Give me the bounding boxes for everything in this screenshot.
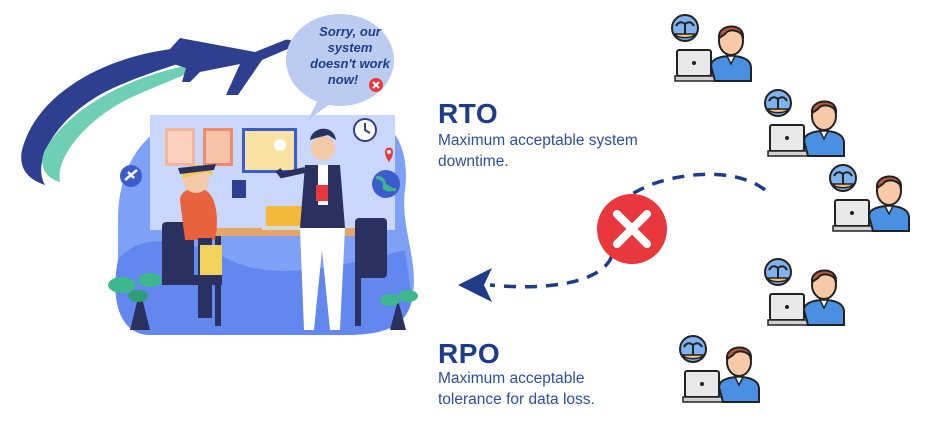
airplane-badge-icon bbox=[120, 165, 142, 187]
rpo-description-line: Maximum acceptable bbox=[438, 370, 585, 387]
rpo-description: Maximum acceptable tolerance for data lo… bbox=[438, 368, 595, 410]
speech-bubble bbox=[286, 14, 394, 120]
laptop bbox=[266, 206, 306, 228]
rto-description-line: downtime. bbox=[438, 153, 509, 170]
chair-right bbox=[355, 218, 387, 278]
speech-bubble-text: Sorry, our system doesn't work now! bbox=[300, 24, 400, 88]
bubble-line: Sorry, our bbox=[319, 24, 381, 39]
rpo-description-line: tolerance for data loss. bbox=[438, 391, 595, 408]
user-icon bbox=[764, 89, 845, 157]
user-icon bbox=[764, 258, 845, 326]
location-pin-icon bbox=[385, 147, 393, 162]
airplane-swoosh bbox=[21, 46, 225, 185]
error-x-icon bbox=[597, 194, 667, 264]
desk bbox=[205, 228, 370, 236]
rto-description-line: Maximum acceptable system bbox=[438, 132, 638, 149]
user-icon bbox=[679, 335, 760, 403]
bubble-error-icon bbox=[369, 78, 383, 92]
user-icon bbox=[829, 164, 910, 232]
bubble-line: now! bbox=[327, 72, 359, 87]
rto-description: Maximum acceptable system downtime. bbox=[438, 130, 638, 172]
plant-right bbox=[380, 290, 418, 330]
plant-left bbox=[108, 273, 162, 330]
globe-icon bbox=[372, 170, 400, 198]
man-agent bbox=[275, 128, 345, 330]
woman-customer bbox=[178, 164, 246, 318]
bubble-line: doesn't work bbox=[310, 56, 390, 71]
rto-heading: RTO bbox=[438, 98, 499, 129]
user-icon bbox=[671, 14, 752, 82]
wall-pictures bbox=[165, 128, 297, 173]
bubble-line: system bbox=[327, 40, 373, 55]
clock-icon bbox=[353, 118, 377, 142]
rpo-heading: RPO bbox=[438, 338, 501, 369]
airplane-icon bbox=[160, 38, 293, 95]
arrowhead-icon bbox=[458, 268, 492, 302]
